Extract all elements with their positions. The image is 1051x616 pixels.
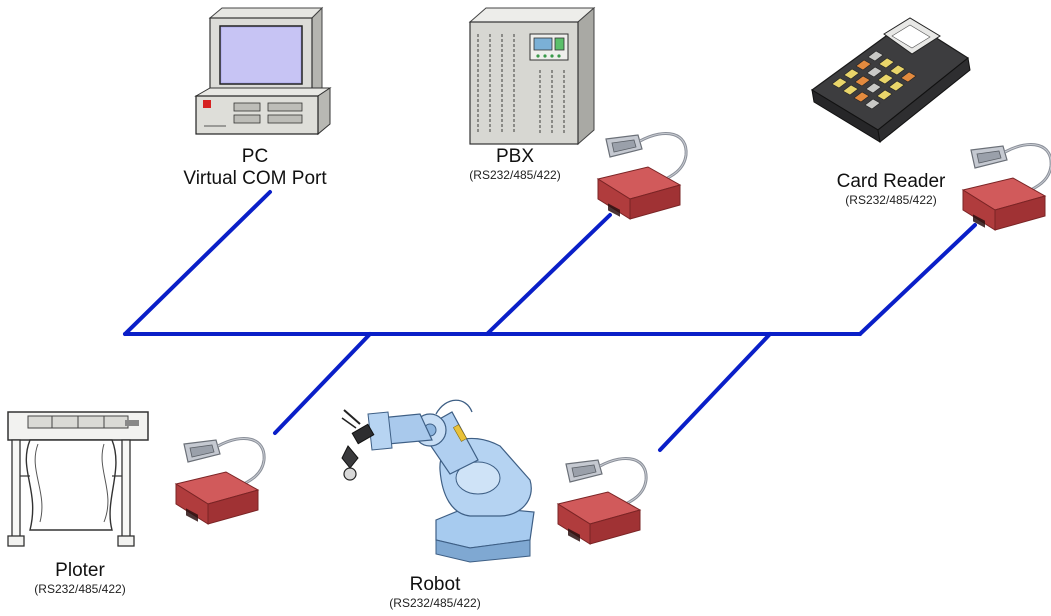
- pbx-label: PBX (RS232/485/422): [440, 146, 590, 183]
- robot-arm-icon: [341, 399, 535, 563]
- pc-subtitle: Virtual COM Port: [183, 168, 327, 189]
- pbx-cabinet-icon: [468, 6, 596, 146]
- card-reader-subtitle: (RS232/485/422): [845, 193, 937, 207]
- card-reader-title: Card Reader: [836, 171, 946, 192]
- card-reader-label: Card Reader (RS232/485/422): [806, 171, 976, 208]
- serial-adapter-icon: [961, 142, 1051, 232]
- pbx-title: PBX: [495, 146, 535, 167]
- plotter-icon: [7, 411, 149, 547]
- robot-title: Robot: [409, 574, 461, 595]
- ploter-label: Ploter (RS232/485/422): [0, 560, 160, 597]
- desktop-pc-icon: [194, 6, 332, 136]
- serial-adapter-icon: [174, 436, 266, 526]
- branch-pbx-line: [485, 213, 612, 336]
- bus-to-card-reader-line: [858, 223, 977, 336]
- ploter-subtitle: (RS232/485/422): [34, 582, 126, 596]
- serial-adapter-icon: [556, 456, 648, 546]
- card-reader-icon: [810, 17, 971, 143]
- network-bus-lines: [123, 190, 977, 452]
- robot-label: Robot (RS232/485/422): [360, 574, 510, 611]
- branch-pc-line: [123, 190, 272, 336]
- ploter-title: Ploter: [55, 560, 105, 581]
- robot-subtitle: (RS232/485/422): [389, 596, 481, 610]
- serial-adapter-icon: [596, 131, 688, 221]
- pbx-subtitle: (RS232/485/422): [469, 168, 561, 182]
- branch-ploter-line: [273, 332, 372, 435]
- pc-label: PC Virtual COM Port: [140, 146, 370, 190]
- branch-robot-line: [658, 332, 772, 452]
- pc-title: PC: [241, 146, 269, 167]
